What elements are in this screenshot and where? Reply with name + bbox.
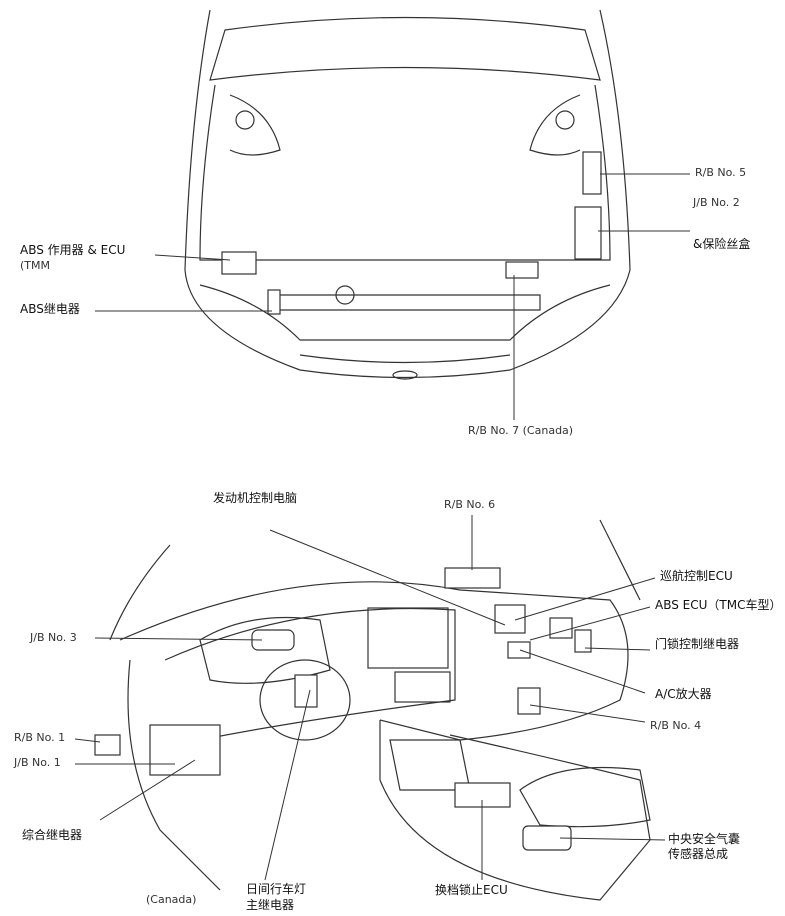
engine-bay-drawing (184, 9, 631, 380)
label-airbag-sensor-assembly: 传感器总成 (668, 847, 729, 861)
label-rb4: R/B No. 4 (650, 719, 702, 732)
label-rb6: R/B No. 6 (444, 498, 496, 511)
label-jb3: J/B No. 3 (30, 631, 77, 644)
label-abs-relay: ABS继电器 (20, 302, 80, 316)
label-airbag-sensor: 中央安全气囊 (668, 832, 741, 846)
label-drl: 日间行车灯 (246, 882, 307, 896)
label-jb2-fusebox: &保险丝盒 (693, 237, 751, 251)
label-jb1: J/B No. 1 (14, 756, 61, 769)
label-cruise-ecu: 巡航控制ECU (660, 569, 733, 583)
label-shift-lock-ecu: 换档锁止ECU (435, 883, 508, 897)
label-jb2: J/B No. 2 (693, 196, 740, 209)
label-rb5: R/B No. 5 (695, 166, 747, 179)
label-door-lock-relay: 门锁控制继电器 (655, 637, 740, 651)
label-abs-actuator-tmm: (TMM (20, 259, 50, 272)
label-ac-amplifier: A/C放大器 (655, 687, 712, 701)
leader-lines (74, 173, 690, 881)
label-abs-ecu-tmc: ABS ECU（TMC车型） (655, 598, 782, 612)
label-abs-actuator: ABS 作用器 & ECU (20, 243, 126, 257)
label-canada: (Canada) (146, 893, 197, 906)
label-rb1: R/B No. 1 (14, 731, 66, 744)
label-integration-relay: 综合继电器 (22, 828, 83, 842)
label-engine-ecu: 发动机控制电脑 (213, 491, 298, 505)
label-rb7: R/B No. 7 (Canada) (468, 424, 574, 437)
label-drl-relay: 主继电器 (246, 898, 295, 912)
